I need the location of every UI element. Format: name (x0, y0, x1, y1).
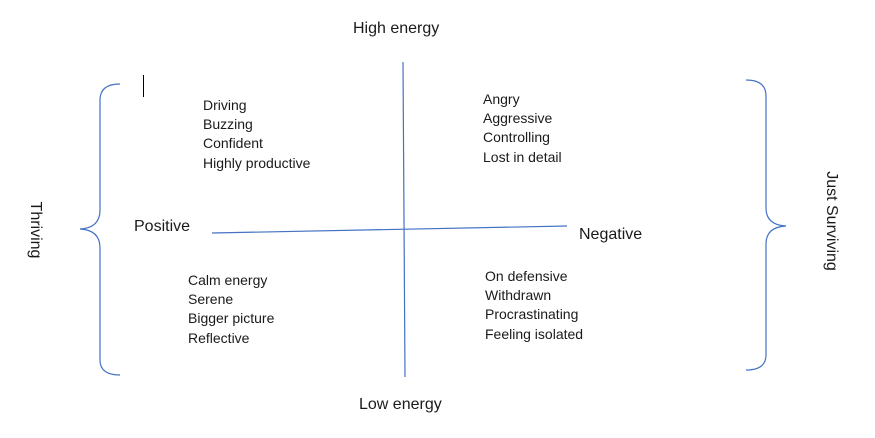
text-cursor (143, 75, 144, 97)
right-brace (745, 79, 787, 371)
quadrant-top-right: Angry Aggressive Controlling Lost in det… (483, 90, 562, 167)
list-item: Buzzing (203, 116, 253, 133)
horizontal-axis (211, 225, 568, 234)
vertical-axis (402, 61, 406, 378)
list-item: Procrastinating (485, 306, 579, 323)
list-item: Calm energy (188, 272, 268, 288)
list-item: Withdrawn (485, 287, 552, 304)
left-brace (79, 83, 121, 376)
list-item: Driving (203, 97, 247, 113)
low-energy-label: Low energy (359, 396, 442, 413)
list-item: Bigger picture (188, 310, 275, 327)
list-item: Serene (188, 291, 234, 308)
quadrant-bottom-right: On defensive Withdrawn Procrastinating F… (485, 267, 583, 344)
quadrant-bottom-left: Calm energy Serene Bigger picture Reflec… (188, 271, 274, 348)
list-item: Lost in detail (483, 148, 562, 165)
negative-label: Negative (579, 226, 643, 243)
list-item: Controlling (483, 129, 550, 146)
thriving-label: Thriving (27, 201, 44, 259)
list-item: Reflective (188, 329, 250, 346)
list-item: On defensive (485, 268, 568, 284)
list-item: Angry (483, 91, 520, 107)
quadrant-top-left: Driving Buzzing Confident Highly product… (203, 96, 310, 173)
list-item: Aggressive (483, 110, 553, 127)
list-item: Confident (203, 135, 263, 152)
just-surviving-label: Just Surviving (823, 171, 840, 271)
list-item: Feeling isolated (485, 325, 584, 342)
list-item: Highly productive (203, 154, 311, 171)
positive-label: Positive (134, 218, 191, 235)
high-energy-label: High energy (353, 20, 440, 37)
